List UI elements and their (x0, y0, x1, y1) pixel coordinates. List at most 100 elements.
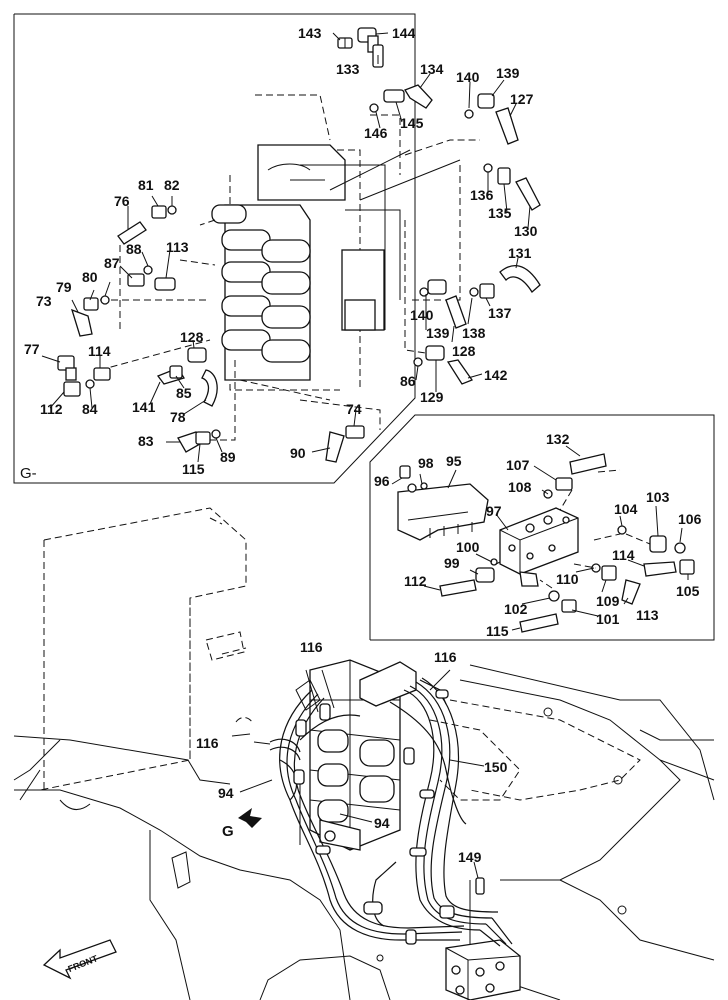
oring-85 (85, 379, 95, 389)
callout-94-b: 94 (374, 815, 390, 831)
callout-144: 144 (392, 25, 416, 41)
callout-74: 78 (170, 409, 186, 425)
fitting-130 (515, 177, 541, 211)
oring-146 (369, 103, 379, 113)
fitting-84 (63, 381, 81, 397)
fitting-132 (569, 453, 607, 475)
oring-140 (464, 109, 474, 119)
callout-105: 105 (676, 583, 700, 599)
fitting-139b (445, 295, 467, 329)
callout-150: 150 (484, 759, 508, 775)
fitting-141 (425, 345, 445, 361)
callout-140: 140 (456, 69, 480, 85)
callout-78: 85 (176, 385, 192, 401)
callout-131: 131 (508, 245, 532, 261)
front-arrow-icon: FRONT (42, 939, 117, 980)
callout-113: 113 (166, 239, 189, 255)
detail-g-label: G- (20, 465, 37, 482)
callout-127: 127 (510, 91, 534, 107)
callout-113-inset: 113 (636, 607, 659, 623)
fitting-142 (413, 357, 423, 367)
callout-145: 145 (400, 115, 424, 131)
fitting-134 (404, 84, 433, 109)
callout-82: 82 (164, 177, 180, 193)
hose-clamps (293, 689, 485, 945)
fitting-131 (499, 265, 541, 293)
control-valve-detail (211, 144, 461, 391)
oring-90 (211, 429, 221, 439)
fitting-115-inset (519, 613, 559, 633)
callout-109: 109 (596, 593, 620, 609)
callout-149: 149 (458, 849, 482, 865)
oring-80 (100, 295, 110, 305)
callout-95: 95 (446, 453, 462, 469)
callout-114: 77 (24, 341, 40, 357)
fitting-114 (57, 355, 77, 381)
callout-97: 97 (486, 503, 502, 519)
view-marker-g: G (222, 823, 234, 840)
oring-138 (469, 287, 479, 297)
callout-100: 100 (456, 539, 480, 555)
fitting-129 (446, 359, 474, 385)
fitting-74 (201, 369, 218, 407)
callout-137: 137 (488, 305, 512, 321)
callout-85: 84 (82, 401, 98, 417)
callout-79: 79 (56, 279, 72, 295)
callout-139b: 139 (426, 325, 450, 341)
fitting-103 (649, 535, 667, 553)
fitting-99 (475, 567, 495, 583)
oring-136 (483, 163, 493, 173)
fitting-75 (325, 431, 345, 463)
callout-115-inset: 115 (486, 623, 509, 639)
callout-134: 134 (420, 61, 444, 77)
fitting-113-inset (621, 579, 641, 605)
oring-106 (674, 542, 686, 554)
callout-81: 81 (138, 177, 154, 193)
fitting-86 (93, 367, 111, 381)
callout-142: 86 (400, 373, 416, 389)
callout-132: 132 (546, 431, 570, 447)
fitting-114-inset (643, 561, 677, 577)
callout-116-a: 116 (300, 639, 323, 655)
fitting-101 (561, 599, 577, 613)
callout-101: 101 (596, 611, 620, 627)
callout-115: 83 (138, 433, 154, 449)
fitting-87 (127, 273, 145, 287)
fitting-139 (477, 93, 495, 109)
oring-82 (167, 205, 177, 215)
fitting-107 (555, 477, 573, 491)
callout-112-inset: 112 (404, 573, 427, 589)
callout-107: 107 (506, 457, 530, 473)
callout-116-b: 116 (434, 649, 457, 665)
fitting-145 (383, 89, 405, 103)
fitting-135 (497, 167, 511, 185)
fitting-73 (70, 308, 93, 337)
callout-98: 98 (418, 455, 434, 471)
callout-84: 112 (40, 401, 63, 417)
callout-135: 135 (488, 205, 512, 221)
callout-104: 104 (614, 501, 638, 517)
fitting-140b (419, 279, 447, 297)
fitting-109 (601, 565, 617, 581)
detail-g-panel: G- (13, 13, 541, 484)
callout-138: 138 (462, 325, 486, 341)
fitting-89 (195, 431, 211, 445)
callout-108: 108 (508, 479, 532, 495)
fitting-137 (479, 283, 495, 299)
callout-75: 90 (290, 445, 306, 461)
inset-panel: 132 98 95 107 96 108 104 103 97 106 100 … (369, 414, 715, 641)
callout-130: 130 (514, 223, 538, 239)
callout-89: 115 (182, 461, 205, 477)
callout-88: 88 (126, 241, 142, 257)
callout-103: 103 (646, 489, 670, 505)
callout-99: 99 (444, 555, 460, 571)
callout-141: 129 (420, 389, 444, 405)
fitting-127 (495, 107, 519, 145)
callout-112: 141 (132, 399, 156, 415)
fitting-88 (143, 265, 153, 275)
callout-87: 87 (104, 255, 120, 271)
callout-90: 89 (220, 449, 236, 465)
fitting-143 (337, 37, 353, 49)
callout-80: 80 (82, 269, 98, 285)
